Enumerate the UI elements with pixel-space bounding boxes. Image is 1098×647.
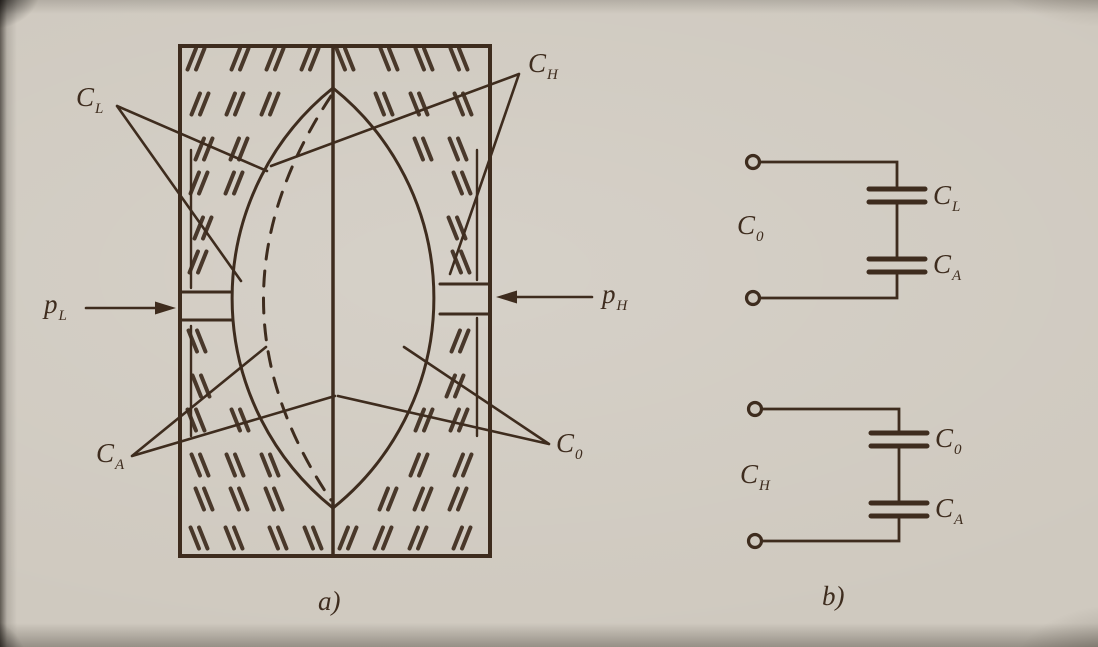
circuit-bottom-upper-main: C xyxy=(935,423,954,453)
glass-hatching xyxy=(185,46,474,551)
circuit-bottom-upper-cap-label: C0 xyxy=(935,425,962,458)
capacitor-c0-plates xyxy=(868,430,930,449)
leader-c-h xyxy=(269,72,521,276)
capacitor-cl-plates xyxy=(866,186,928,205)
label-p-h-main: p xyxy=(602,279,616,309)
label-c-h: CH xyxy=(528,50,558,83)
label-p-h: pH xyxy=(602,281,627,314)
pressure-port-right xyxy=(438,282,492,316)
label-p-l-sub: L xyxy=(58,308,67,324)
circuit-top-lower-sub: A xyxy=(952,268,962,284)
circuit-bottom-upper-sub: 0 xyxy=(954,442,962,458)
label-c-l-main: C xyxy=(76,82,95,112)
terminal-bottom-1 xyxy=(746,400,764,418)
capacitor-ca-plates-bottom xyxy=(868,500,930,519)
circuit-top-source-main: C xyxy=(737,210,756,240)
label-c-0: C0 xyxy=(556,430,583,463)
circuit-bottom-source-sub: H xyxy=(759,478,770,494)
circuit-bottom-source-label: CH xyxy=(740,461,770,494)
circuit-bottom-source-main: C xyxy=(740,459,759,489)
capacitor-ca-plates-top xyxy=(866,256,928,275)
circuit-top-lower-cap-label: CA xyxy=(933,251,961,284)
circuit-top-upper-main: C xyxy=(933,180,952,210)
label-c-l-sub: L xyxy=(95,101,104,117)
label-c-h-sub: H xyxy=(547,67,558,83)
pressure-port-left xyxy=(178,290,234,322)
arrow-head-right xyxy=(496,290,517,304)
sensor-body-outline xyxy=(178,44,492,558)
circuit-bottom-lower-cap-label: CA xyxy=(935,495,963,528)
equivalent-circuit-bottom xyxy=(746,400,930,550)
sensor-body xyxy=(178,44,492,558)
pressure-arrow-left xyxy=(84,301,176,315)
pressure-arrow-right xyxy=(496,290,594,304)
label-c-a: CA xyxy=(96,440,124,473)
label-c-0-sub: 0 xyxy=(575,447,583,463)
circuit-bottom-lower-sub: A xyxy=(954,512,964,528)
circuit-top-source-label: C0 xyxy=(737,212,764,245)
label-c-h-main: C xyxy=(528,48,547,78)
terminal-bottom-2 xyxy=(746,532,764,550)
wires-bottom-circuit xyxy=(760,407,901,543)
arrow-head-left xyxy=(155,301,176,315)
circuit-bottom-lower-main: C xyxy=(935,493,954,523)
label-p-l-main: p xyxy=(44,289,58,319)
label-c-l: CL xyxy=(76,84,103,117)
leader-c-0 xyxy=(336,345,551,446)
label-c-0-main: C xyxy=(556,428,575,458)
terminal-top-1 xyxy=(744,153,762,171)
wires-top-circuit xyxy=(758,160,899,300)
terminal-top-2 xyxy=(744,289,762,307)
circuit-top-source-sub: 0 xyxy=(756,229,764,245)
circuit-top-upper-cap-label: CL xyxy=(933,182,960,215)
equivalent-circuit-top xyxy=(744,153,928,307)
label-p-h-sub: H xyxy=(616,298,628,314)
label-c-a-main: C xyxy=(96,438,115,468)
circuit-top-upper-sub: L xyxy=(952,199,961,215)
left-cavity-arc xyxy=(230,86,335,510)
caption-part-a: a) xyxy=(318,586,341,616)
label-c-a-sub: A xyxy=(115,457,125,473)
label-p-l: pL xyxy=(44,291,67,324)
caption-part-b: b) xyxy=(822,581,845,611)
circuit-top-lower-main: C xyxy=(933,249,952,279)
leader-c-a xyxy=(130,345,337,458)
